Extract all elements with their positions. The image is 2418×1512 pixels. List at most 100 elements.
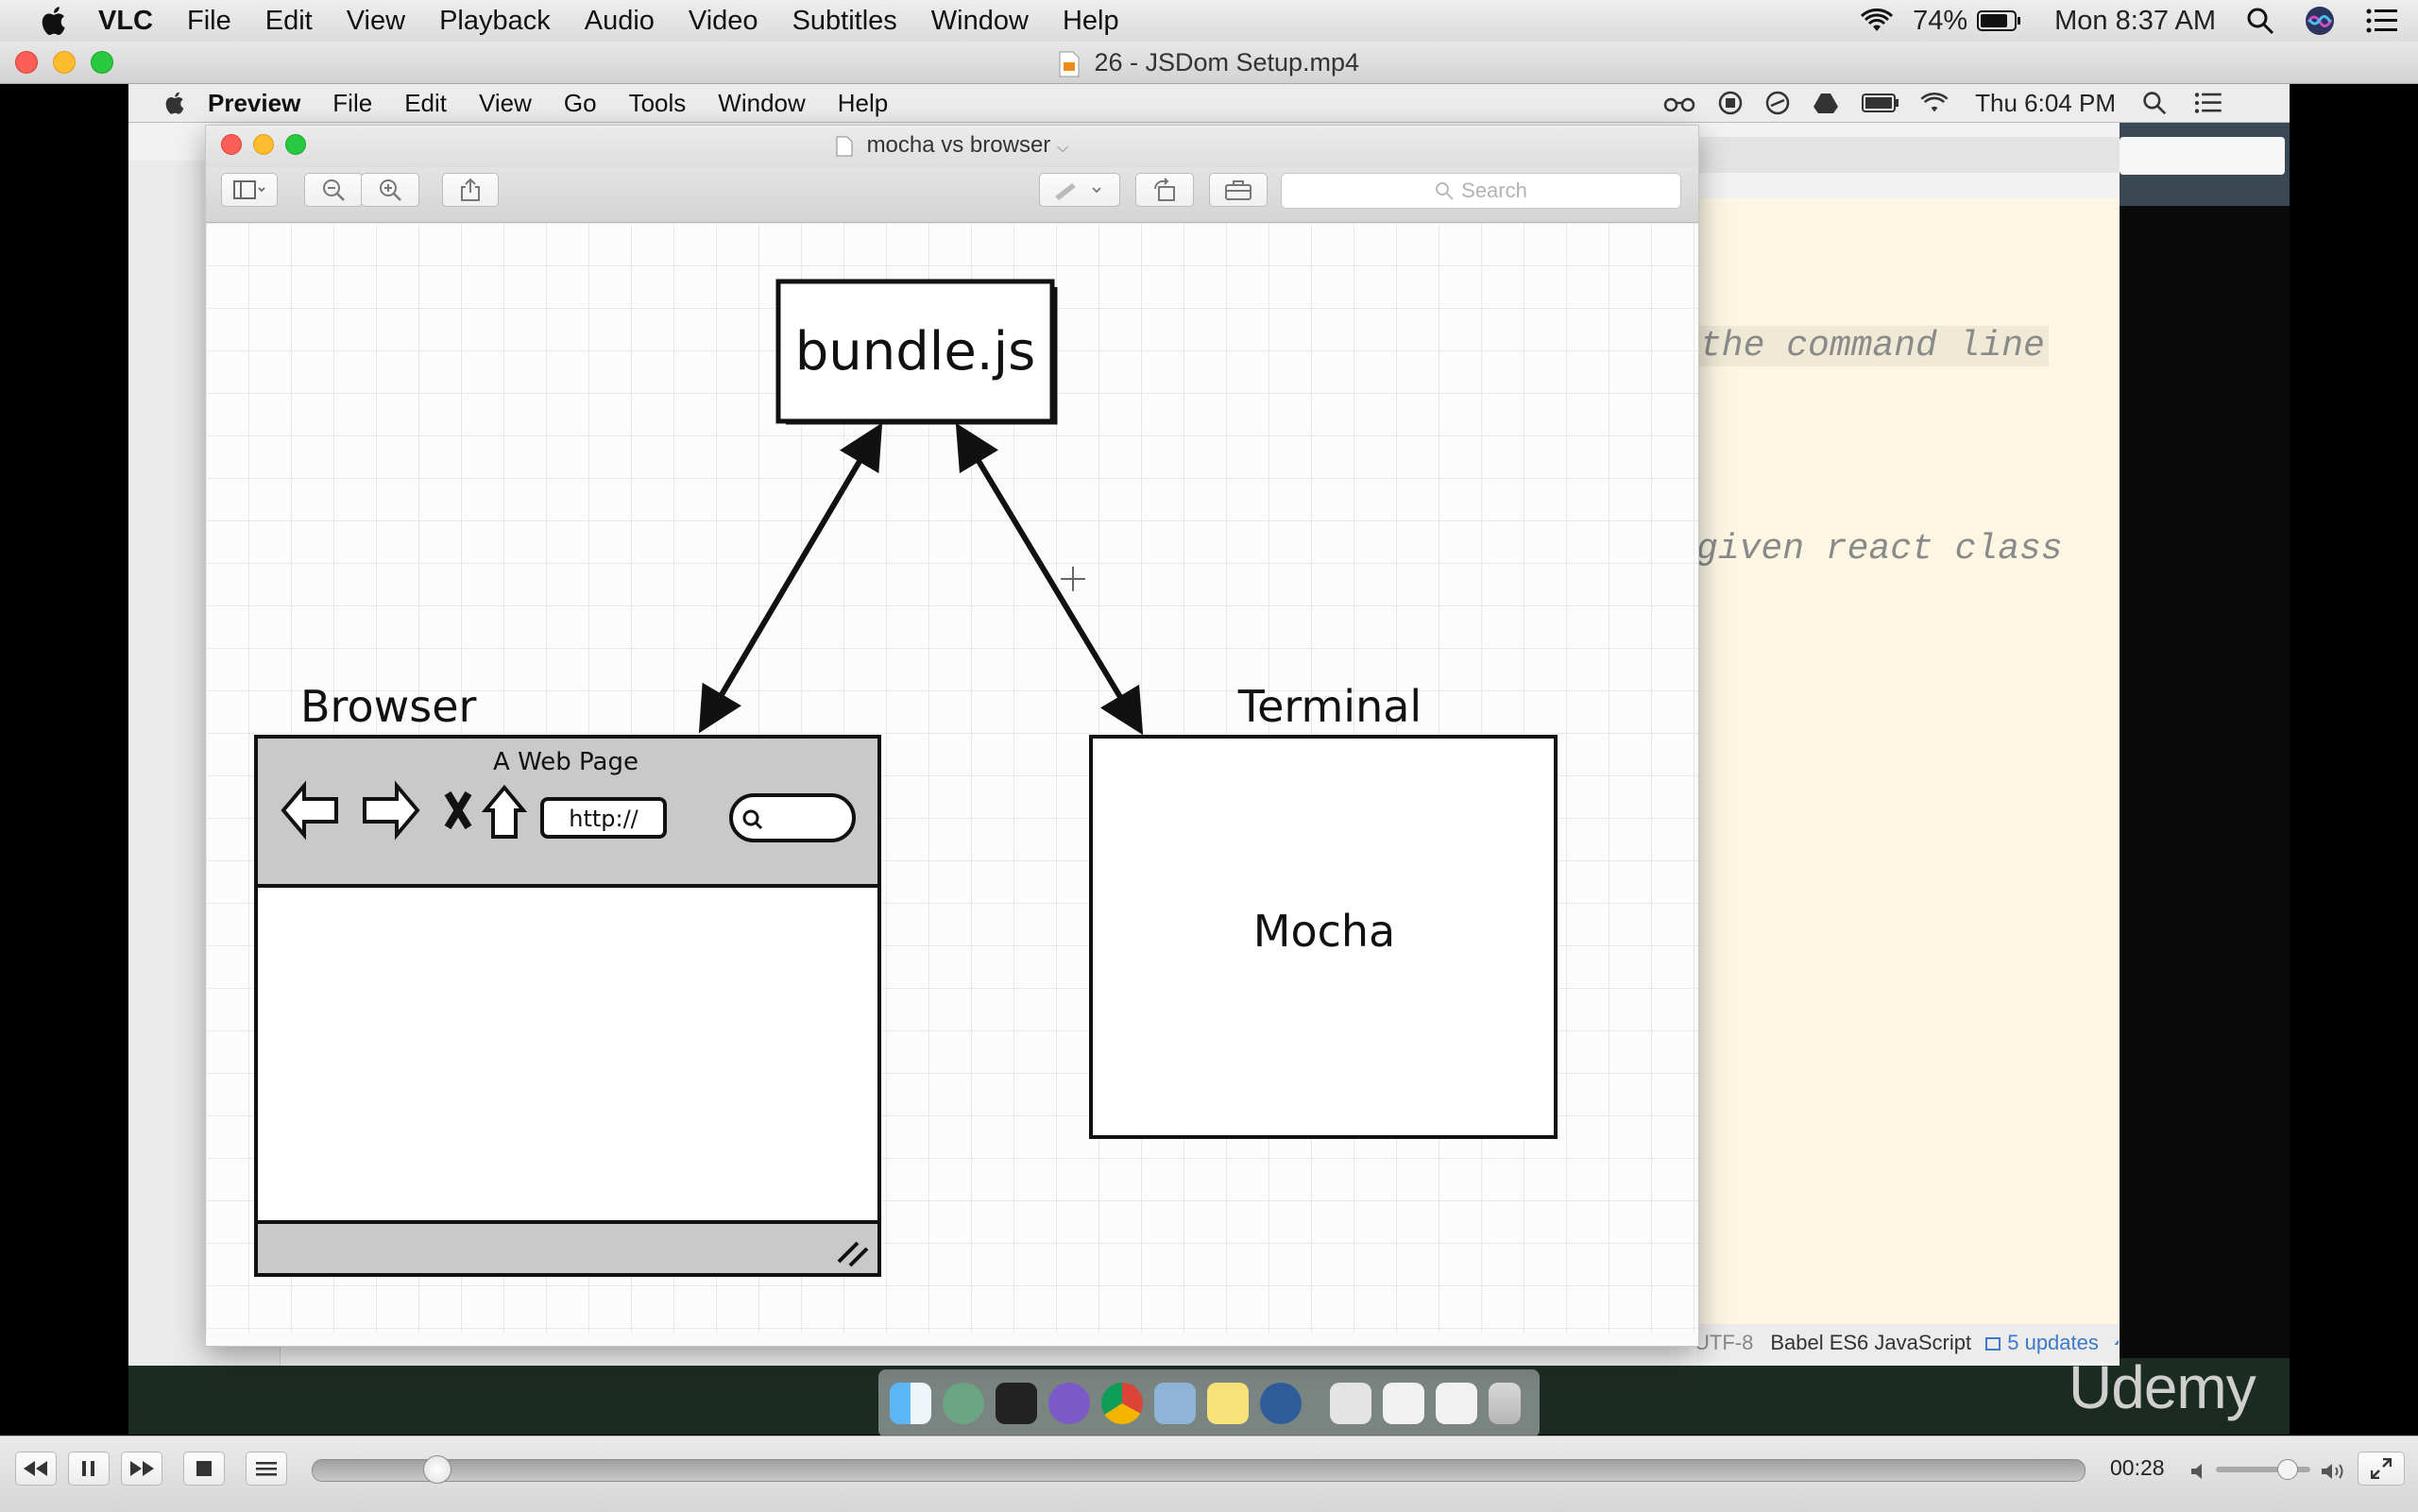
preview-canvas: bundle.js Browser A Web Page http:// [206,223,1698,1334]
status-grammar: Babel ES6 JavaScript [1770,1331,1972,1354]
mocha-vs-browser-diagram: bundle.js Browser A Web Page http:// [254,279,1558,1277]
video-file-icon [1059,51,1080,77]
inner-menu-window: Window [718,88,806,117]
notification-center-icon[interactable] [2365,8,2399,34]
menu-edit[interactable]: Edit [264,5,313,36]
stop-icon [444,790,472,830]
back-arrow-icon [281,780,338,841]
terminal-icon [996,1383,1037,1424]
fast-forward-icon [130,1461,154,1476]
inner-clock: Thu 6:04 PM [1975,88,2116,117]
volume-low-icon[interactable] [2189,1461,2210,1482]
elapsed-time[interactable]: 00:28 [2110,1455,2165,1480]
pause-icon [82,1461,94,1476]
inner-menu-go: Go [563,88,597,117]
menu-audio[interactable]: Audio [584,5,655,36]
editor-tab-bar [1696,137,2120,173]
terminal-label: Terminal [1237,681,1422,732]
editor-tab-strip [2120,137,2285,175]
menu-file[interactable]: File [187,5,231,36]
editor-code-pane [1696,198,2120,1332]
menu-help[interactable]: Help [1062,5,1119,36]
editor-status-bar: UTF-8 Babel ES6 JavaScript 5 updates [1694,1324,2120,1362]
browser-label: Browser [300,681,476,732]
share-icon [461,178,480,201]
inner-spotlight-icon [2143,92,2167,115]
pen-icon [1055,183,1101,200]
trash-icon [1489,1383,1521,1424]
minimize-button[interactable] [53,51,76,74]
bundle-js-label: bundle.js [795,321,1036,382]
rewind-button[interactable] [15,1452,57,1486]
inner-battery-icon [1862,93,1899,112]
search-icon [1436,182,1454,200]
doc-stack-icon [1330,1383,1371,1424]
udemy-watermark: Udemy [2069,1353,2256,1421]
terminal-box [1089,735,1558,1139]
inner-menu-tools: Tools [628,88,687,117]
zoom-out-button [304,173,363,207]
menu-playback[interactable]: Playback [439,5,551,36]
volume-slider[interactable] [2216,1459,2310,1480]
wifi-icon[interactable] [1858,7,1896,35]
battery-icon[interactable] [1977,9,2022,32]
inner-menu-preview: Preview [208,88,301,117]
search-box [729,793,856,842]
stop-button[interactable] [183,1452,225,1486]
code-comment-line: given react class [1696,529,2063,569]
preview-minimize-button [253,134,274,155]
volume-high-icon[interactable] [2320,1461,2346,1482]
preview-close-button [221,134,242,155]
inner-wifi-icon [1920,93,1949,112]
preview-zoom-button [285,134,306,155]
menu-video[interactable]: Video [688,5,758,36]
inner-apple-icon [165,92,184,114]
progress-slider[interactable] [312,1455,2086,1484]
stop-square-icon [196,1461,212,1476]
quicktime-icon [1260,1383,1302,1424]
notes-icon [1207,1383,1249,1424]
volume-knob[interactable] [2277,1459,2298,1480]
toolbox-icon [1225,180,1252,200]
magnifier-icon [742,809,763,830]
rewind-icon [24,1461,47,1476]
status-updates-label: 5 updates [2007,1331,2099,1354]
inner-menu-edit: Edit [404,88,448,117]
inner-list-icon [2194,93,2222,113]
inner-menubar: Preview File Edit View Go Tools Window H… [128,84,2290,123]
pause-button[interactable] [68,1452,110,1486]
inner-sync-icon [1765,91,1790,115]
forward-arrow-icon [363,780,420,841]
chrome-icon [1101,1383,1143,1424]
inner-menu-help: Help [837,88,889,117]
inner-menu-file: File [332,88,373,117]
spotlight-icon[interactable] [2246,7,2274,35]
playlist-button[interactable] [246,1452,287,1486]
editor-right-panel [2120,206,2290,1358]
menu-view[interactable]: View [346,5,406,36]
zoom-button[interactable] [91,51,113,74]
preview-app-icon [1154,1383,1196,1424]
fullscreen-icon [2371,1458,2392,1479]
host-clock[interactable]: Mon 8:37 AM [2054,5,2216,36]
fast-forward-button[interactable] [121,1452,162,1486]
apple-icon[interactable] [38,4,72,38]
close-button[interactable] [15,51,38,74]
url-text: http:// [569,806,639,832]
web-page-title: A Web Page [493,748,639,776]
doc-stack-icon [1383,1383,1424,1424]
menu-window[interactable]: Window [930,5,1029,36]
menu-subtitles[interactable]: Subtitles [792,5,897,36]
battery-percent: 74% [1913,5,1968,36]
progress-knob[interactable] [423,1455,452,1484]
doc-stack-icon [1436,1383,1477,1424]
url-field [540,797,667,839]
fullscreen-button[interactable] [2358,1452,2405,1486]
package-icon [1985,1337,2001,1351]
menu-vlc[interactable]: VLC [98,5,153,36]
siri-icon[interactable] [2305,6,2335,36]
finder-icon [890,1383,931,1424]
host-menubar: VLC File Edit View Playback Audio Video … [0,0,2418,42]
sidebar-icon [233,180,265,199]
search-placeholder: Search [1461,178,1527,202]
